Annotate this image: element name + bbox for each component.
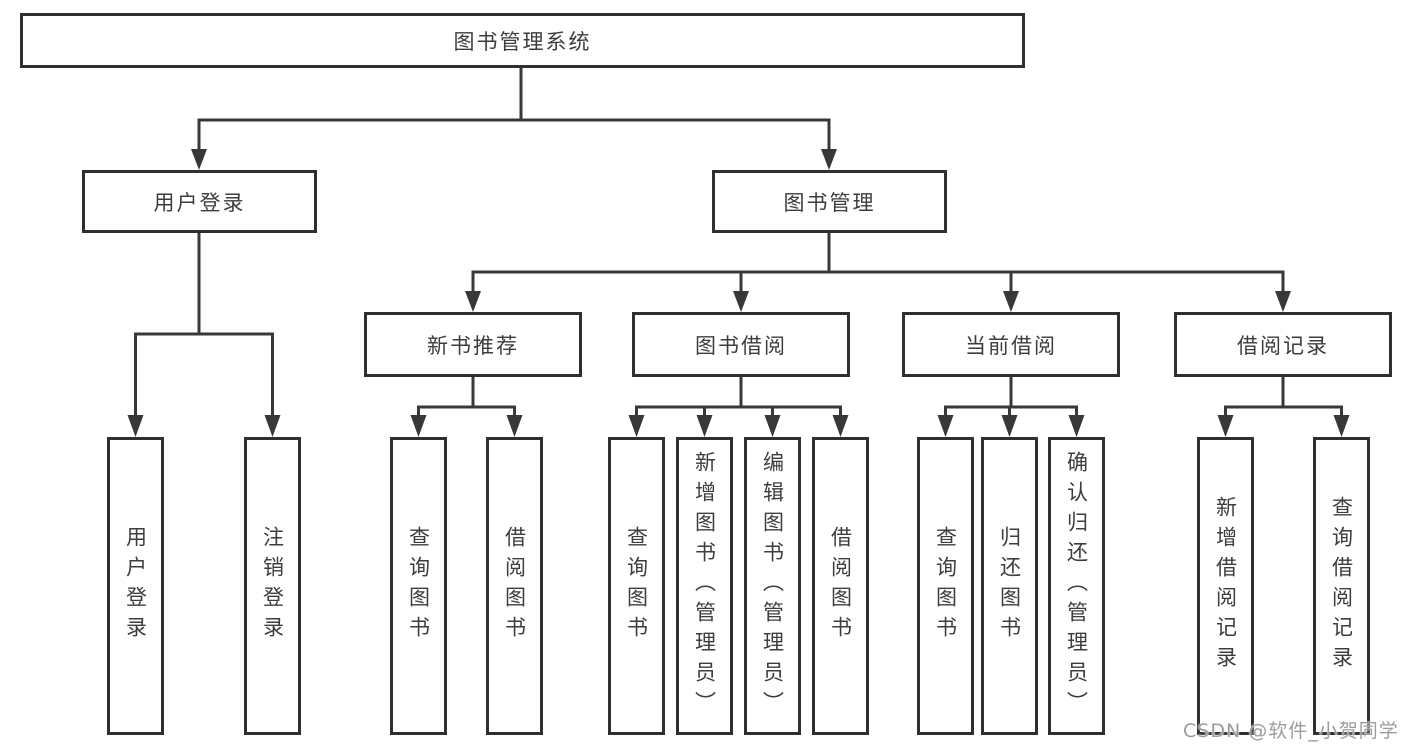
leaf-logout-label: 注销登录: [260, 526, 285, 646]
node-new-book-recommendation: 新书推荐: [364, 312, 582, 377]
leaf-edit-book-admin-label: 编辑图书（管理员）: [760, 451, 785, 721]
leaf-borrow-books-recommend-label: 借阅图书: [502, 526, 527, 646]
leaf-logout: 注销登录: [244, 437, 301, 735]
leaf-add-borrow-record-label: 新增借阅记录: [1213, 496, 1238, 676]
leaf-edit-book-admin: 编辑图书（管理员）: [744, 437, 801, 735]
leaf-confirm-return-admin: 确认归还（管理员）: [1048, 437, 1105, 735]
leaf-query-borrow-record: 查询借阅记录: [1313, 437, 1370, 735]
leaf-borrow-books-borrowing: 借阅图书: [812, 437, 869, 735]
leaf-query-borrow-record-label: 查询借阅记录: [1329, 496, 1354, 676]
leaf-query-books-borrowing: 查询图书: [608, 437, 665, 735]
leaf-borrow-books-borrowing-label: 借阅图书: [828, 526, 853, 646]
leaf-query-books-recommend-label: 查询图书: [406, 526, 431, 646]
leaf-user-login: 用户登录: [107, 437, 164, 735]
leaf-confirm-return-admin-label: 确认归还（管理员）: [1064, 451, 1089, 721]
leaf-add-book-admin: 新增图书（管理员）: [676, 437, 733, 735]
node-book-borrowing: 图书借阅: [632, 312, 850, 377]
node-current-borrowing: 当前借阅: [902, 312, 1120, 377]
node-borrowing-records: 借阅记录: [1174, 312, 1392, 377]
leaf-add-book-admin-label: 新增图书（管理员）: [692, 451, 717, 721]
leaf-return-book: 归还图书: [981, 437, 1038, 735]
node-user-login: 用户登录: [82, 170, 317, 233]
leaf-return-book-label: 归还图书: [997, 526, 1022, 646]
leaf-user-login-label: 用户登录: [123, 526, 148, 646]
leaf-borrow-books-recommend: 借阅图书: [486, 437, 543, 735]
csdn-watermark: CSDN @软件_小贺同学: [1183, 720, 1399, 742]
node-library-management-system: 图书管理系统: [20, 13, 1025, 68]
leaf-query-books-current-label: 查询图书: [933, 526, 958, 646]
leaf-query-books-current: 查询图书: [917, 437, 974, 735]
node-book-management: 图书管理: [712, 170, 947, 233]
leaf-query-books-recommend: 查询图书: [390, 437, 447, 735]
leaf-add-borrow-record: 新增借阅记录: [1197, 437, 1254, 735]
leaf-query-books-borrowing-label: 查询图书: [624, 526, 649, 646]
